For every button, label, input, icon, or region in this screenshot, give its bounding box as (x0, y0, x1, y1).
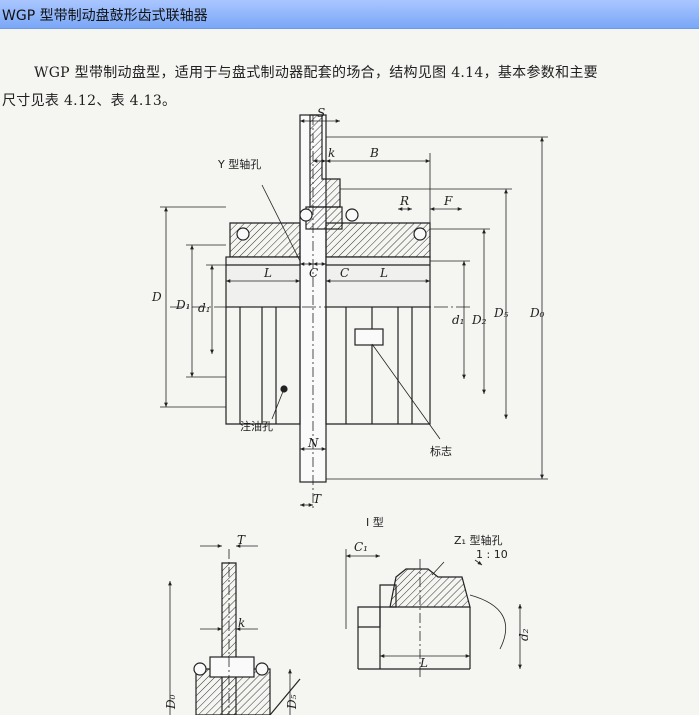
dim-l-right: L (379, 266, 388, 280)
dim-d1-right: d₁ (452, 313, 465, 327)
main-view (160, 114, 548, 509)
coupling-drawing: Y 型轴孔 S k B R F C C L L D D₁ d₁ d₁ D₂ D₅… (151, 106, 548, 715)
dim-d5: D₅ (493, 306, 509, 320)
dim-n: N (307, 436, 319, 450)
dim-t: T (313, 492, 322, 506)
z1-hub-view (345, 549, 522, 679)
dim-d0: D₀ (529, 306, 545, 320)
dim-t2: T (237, 533, 246, 547)
caption-type-1: I 型 (366, 515, 384, 529)
window-title: WGP 型带制动盘鼓形齿式联轴器 (2, 8, 208, 24)
dim-c-left: C (309, 266, 318, 280)
label-taper: 1 : 10 (476, 548, 508, 561)
dim-d1-small: d₁ (198, 301, 211, 315)
dim-d0b: D₀ (164, 694, 178, 710)
dim-d2: D₂ (471, 313, 487, 327)
dim-k: k (328, 146, 335, 160)
lower-left-view (168, 544, 301, 715)
dim-s: S (317, 106, 325, 120)
label-mark: 标志 (430, 444, 452, 458)
dim-f: F (443, 194, 453, 208)
dim-k2: k (238, 616, 245, 630)
window-titlebar: WGP 型带制动盘鼓形齿式联轴器 (0, 0, 699, 29)
dim-d1-big: D₁ (175, 298, 190, 312)
label-z1-hole: Z₁ 型轴孔 (454, 533, 502, 547)
dim-b: B (369, 146, 379, 160)
dim-d: D (151, 290, 162, 304)
dim-c1: C₁ (354, 540, 368, 554)
dim-c-right: C (340, 266, 349, 280)
label-oil-hole: 注油孔 (240, 419, 273, 433)
document-page: WGP 型带制动盘型，适用于与盘式制动器配套的场合，结构见图 4.14，基本参数… (0, 29, 699, 715)
dim-d5b: D₅ (285, 694, 299, 710)
dim-l-left: L (263, 266, 272, 280)
label-y-hole: Y 型轴孔 (217, 157, 261, 171)
paragraph-line-2: 尺寸见表 4.12、表 4.13。 (2, 93, 177, 109)
dim-dz: d₂ (517, 628, 531, 641)
dim-l2: L (419, 656, 428, 670)
dim-r: R (399, 194, 409, 208)
paragraph-line-1: WGP 型带制动盘型，适用于与盘式制动器配套的场合，结构见图 4.14，基本参数… (34, 65, 598, 81)
